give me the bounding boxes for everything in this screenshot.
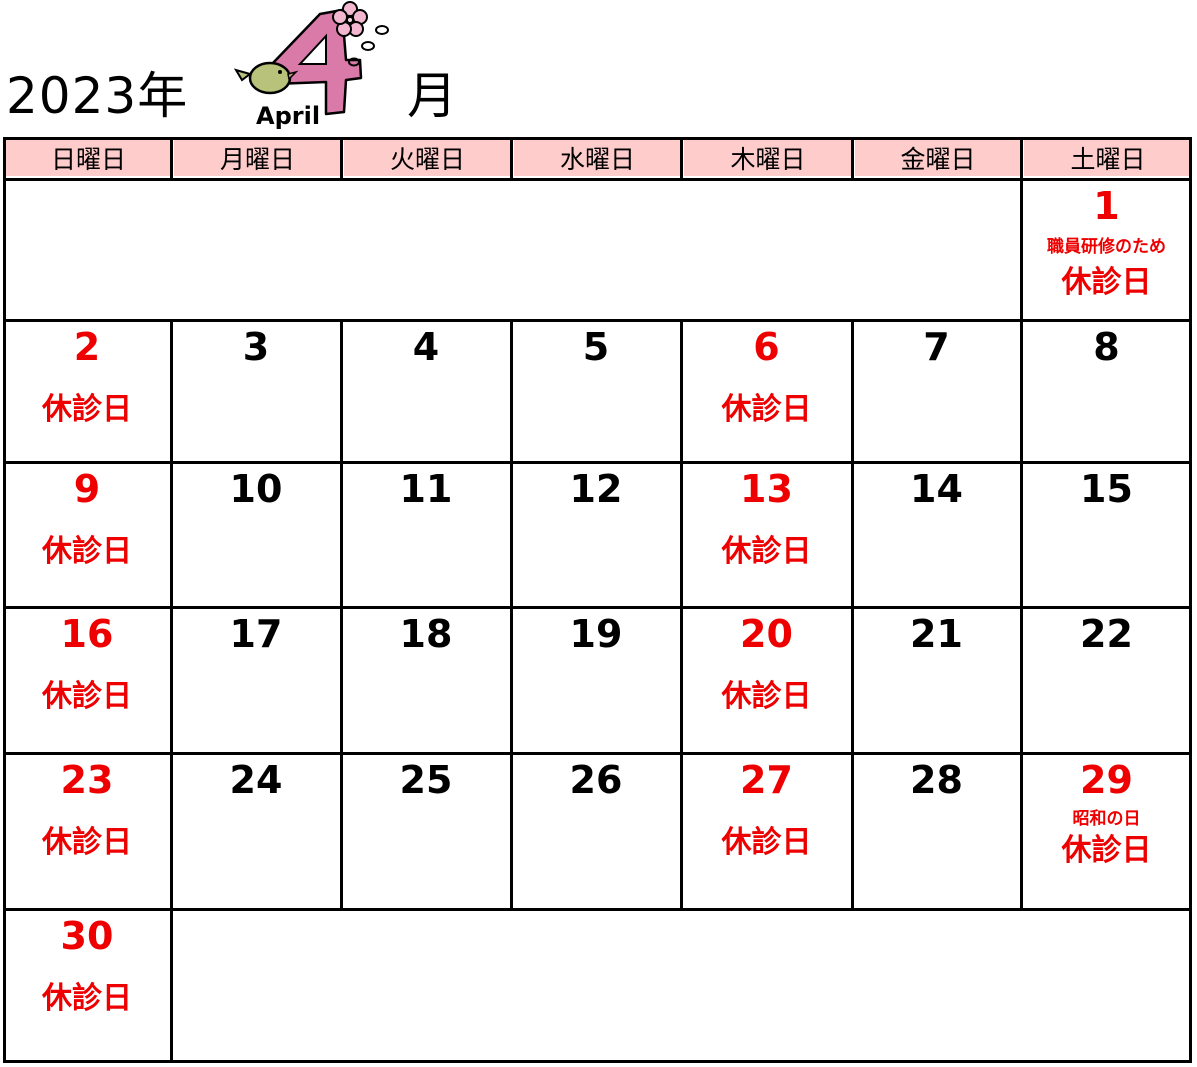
day-number: 24 (229, 758, 283, 802)
day-number: 10 (229, 467, 283, 511)
closed-day-label: 休診日 (42, 679, 132, 714)
day-number: 26 (569, 758, 623, 802)
grid-line (3, 319, 1192, 322)
closed-day-label: 休診日 (42, 825, 132, 860)
grid-line (1189, 137, 1192, 1063)
calendar-grid: 日曜日月曜日火曜日水曜日木曜日金曜日土曜日 1 職員研修のため休診日 2 休診日 3 4 5 6… (3, 137, 1192, 1063)
day-number: 7 (923, 325, 950, 369)
day-number: 17 (229, 612, 283, 656)
grid-line (3, 137, 1192, 140)
grid-line (3, 461, 1192, 464)
day-number: 21 (910, 612, 963, 656)
day-number: 11 (399, 467, 453, 511)
closed-day-label: 休診日 (42, 534, 132, 569)
day-number: 5 (582, 325, 610, 369)
day-number: 15 (1080, 467, 1133, 511)
day-number: 14 (910, 467, 963, 511)
weekday-header: 月曜日 (174, 140, 341, 176)
day-number: 20 (740, 612, 793, 656)
day-number: 23 (60, 758, 114, 802)
grid-line (680, 137, 683, 179)
april-logo-icon: April (233, 1, 389, 130)
closed-day-label: 休診日 (1061, 265, 1152, 300)
closed-day-label: 休診日 (721, 392, 812, 427)
closed-day-label: 休診日 (721, 534, 812, 569)
grid-line (510, 320, 513, 909)
closed-day-label: 休診日 (1061, 833, 1152, 868)
day-number: 19 (569, 612, 623, 656)
grid-line (340, 320, 343, 909)
weekday-header: 水曜日 (514, 140, 681, 176)
grid-line (340, 137, 343, 179)
day-number: 25 (399, 758, 453, 802)
day-number: 1 (1093, 184, 1120, 228)
weekday-header: 日曜日 (6, 140, 171, 176)
day-number: 30 (60, 914, 114, 958)
day-number: 22 (1080, 612, 1133, 656)
day-number: 13 (740, 467, 793, 511)
grid-line (1020, 320, 1023, 909)
grid-line (3, 908, 1192, 911)
grid-line (1020, 137, 1023, 179)
grid-line (3, 178, 1192, 181)
day-number: 12 (569, 467, 623, 511)
grid-line (170, 909, 173, 1063)
day-number: 28 (910, 758, 963, 802)
day-number: 4 (412, 325, 440, 369)
day-subnote: 職員研修のため (1047, 237, 1166, 257)
grid-line (851, 137, 854, 179)
grid-line (3, 137, 6, 1063)
calendar-month-label: 月 (407, 67, 457, 125)
weekday-header: 金曜日 (855, 140, 1021, 176)
grid-line (3, 1060, 1192, 1063)
day-number: 16 (60, 612, 114, 656)
day-number: 6 (753, 325, 780, 369)
grid-line (680, 320, 683, 909)
weekday-header: 土曜日 (1024, 140, 1192, 176)
day-number: 2 (73, 325, 101, 369)
calendar-year: 2023年 (6, 67, 189, 125)
day-number: 29 (1080, 758, 1133, 802)
grid-line (170, 320, 173, 909)
closed-day-label: 休診日 (42, 392, 132, 427)
day-number: 27 (740, 758, 793, 802)
closed-day-label: 休診日 (42, 981, 132, 1016)
day-number: 3 (242, 325, 270, 369)
day-number: 8 (1093, 325, 1120, 369)
grid-line (851, 320, 854, 909)
closed-day-label: 休診日 (721, 679, 812, 714)
grid-line (170, 137, 173, 179)
grid-line (3, 752, 1192, 755)
weekday-header: 木曜日 (684, 140, 852, 176)
april-logo-text: April (256, 102, 320, 130)
closed-day-label: 休診日 (721, 825, 812, 860)
day-number: 18 (399, 612, 453, 656)
grid-line (3, 606, 1192, 609)
weekday-header: 火曜日 (344, 140, 511, 176)
grid-line (1020, 179, 1023, 320)
day-subnote: 昭和の日 (1072, 809, 1141, 829)
day-number: 9 (73, 467, 101, 511)
grid-line (510, 137, 513, 179)
